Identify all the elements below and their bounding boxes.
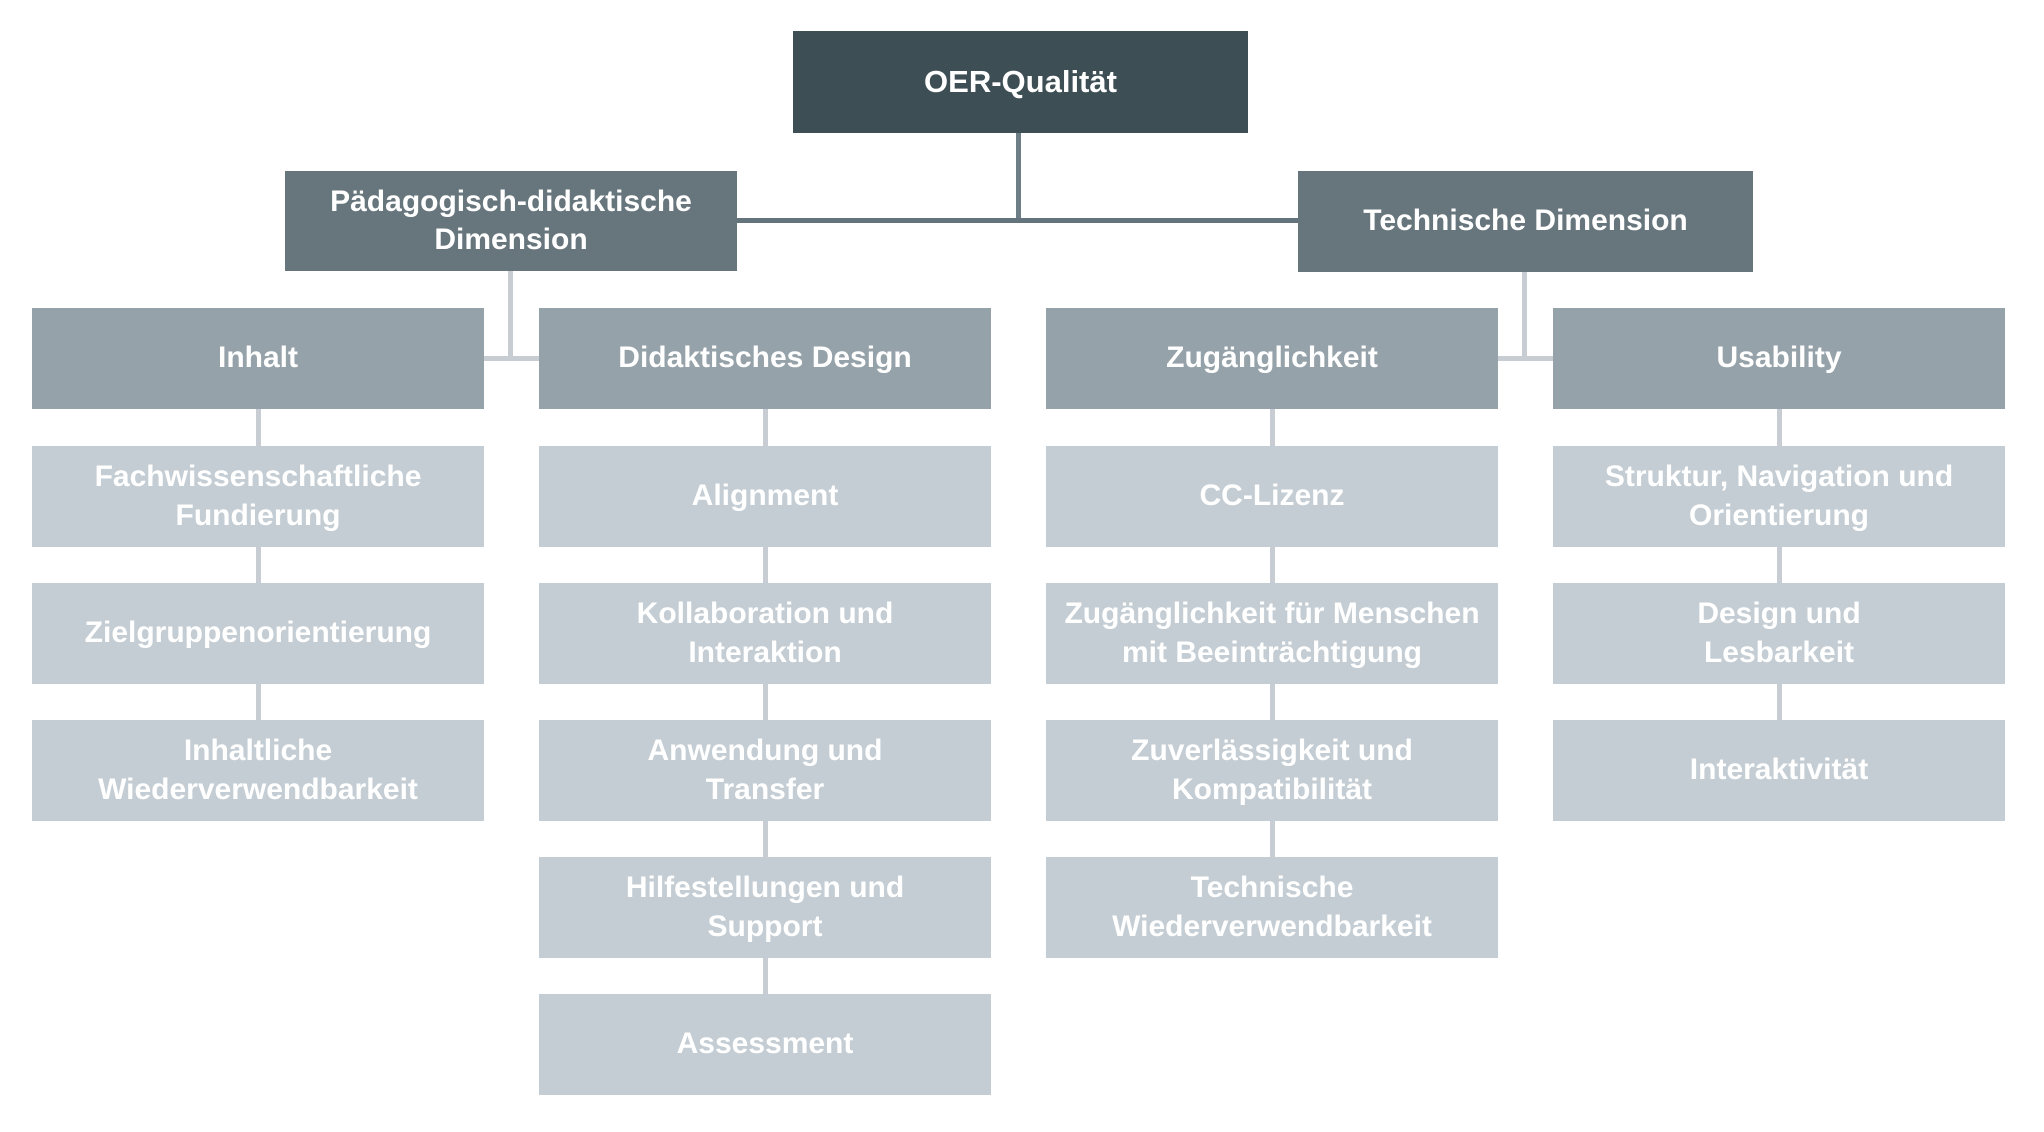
connector-paedagogisch-drop <box>508 271 513 361</box>
item-box-design-lesbarkeit: Design und Lesbarkeit <box>1553 583 2005 684</box>
item-box-fachwissenschaftliche-fundierung: Fachwissenschaftliche Fundierung <box>32 446 484 547</box>
connector-col2-seg2 <box>763 547 768 583</box>
connector-col4-seg2 <box>1777 547 1782 583</box>
connector-dimensions-horizontal <box>737 218 1298 223</box>
item-box-zuverlaessigkeit-kompatibilitaet: Zuverlässigkeit und Kompatibilität <box>1046 720 1498 821</box>
root-box-oer-qualitaet: OER-Qualität <box>793 31 1248 133</box>
connector-col2-seg4 <box>763 821 768 857</box>
category-box-inhalt: Inhalt <box>32 308 484 409</box>
connector-col4-seg3 <box>1777 684 1782 720</box>
category-box-didaktisches-design: Didaktisches Design <box>539 308 991 409</box>
item-box-assessment: Assessment <box>539 994 991 1095</box>
item-box-hilfestellungen-support: Hilfestellungen und Support <box>539 857 991 958</box>
dimension-box-paedagogisch-didaktisch: Pädagogisch-didaktische Dimension <box>285 171 737 271</box>
item-box-anwendung-transfer: Anwendung und Transfer <box>539 720 991 821</box>
connector-col1-seg1 <box>256 409 261 446</box>
connector-col4-seg1 <box>1777 409 1782 446</box>
connector-col1-seg2 <box>256 547 261 583</box>
item-box-zugaenglichkeit-menschen-beeintraechtigung: Zugänglichkeit für Menschen mit Beeinträ… <box>1046 583 1498 684</box>
item-box-technische-wiederverwendbarkeit: Technische Wiederverwendbarkeit <box>1046 857 1498 958</box>
item-box-kollaboration-interaktion: Kollaboration und Interaktion <box>539 583 991 684</box>
connector-col2-seg3 <box>763 684 768 720</box>
connector-technisch-drop <box>1522 272 1527 361</box>
connector-col2-seg5 <box>763 958 768 994</box>
item-box-cc-lizenz: CC-Lizenz <box>1046 446 1498 547</box>
connector-col3-seg3 <box>1270 684 1275 720</box>
connector-col1-seg3 <box>256 684 261 720</box>
connector-inhalt-didaktik-horizontal <box>484 356 539 361</box>
item-box-zielgruppenorientierung: Zielgruppenorientierung <box>32 583 484 684</box>
connector-col3-seg2 <box>1270 547 1275 583</box>
connector-root-drop <box>1016 133 1021 223</box>
category-box-zugaenglichkeit: Zugänglichkeit <box>1046 308 1498 409</box>
connector-col2-seg1 <box>763 409 768 446</box>
connector-zugaenglichkeit-usability-horizontal <box>1498 356 1553 361</box>
item-box-struktur-navigation-orientierung: Struktur, Navigation und Orientierung <box>1553 446 2005 547</box>
category-box-usability: Usability <box>1553 308 2005 409</box>
connector-col3-seg4 <box>1270 821 1275 857</box>
item-box-inhaltliche-wiederverwendbarkeit: Inhaltliche Wiederverwendbarkeit <box>32 720 484 821</box>
connector-col3-seg1 <box>1270 409 1275 446</box>
item-box-alignment: Alignment <box>539 446 991 547</box>
item-box-interaktivitaet: Interaktivität <box>1553 720 2005 821</box>
dimension-box-technisch: Technische Dimension <box>1298 171 1753 272</box>
